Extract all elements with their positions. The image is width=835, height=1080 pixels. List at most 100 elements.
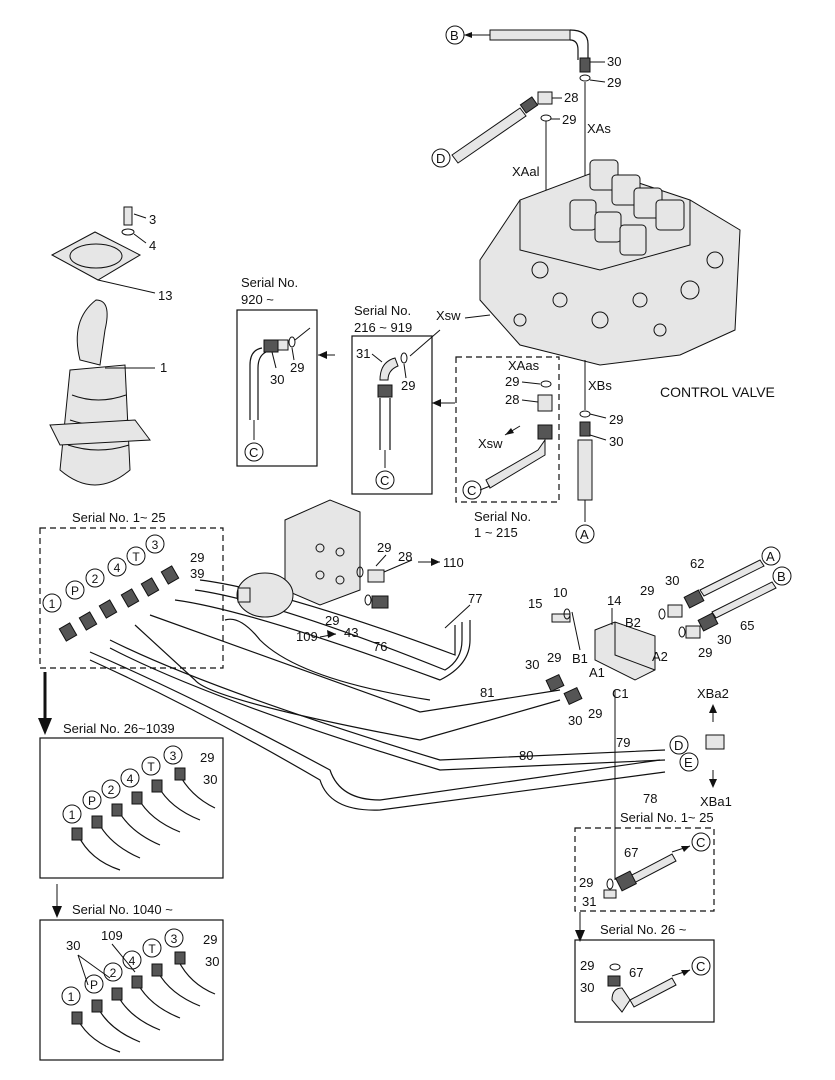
control-valve-title: CONTROL VALVE: [660, 384, 775, 400]
port-C1: C1: [612, 686, 629, 701]
port-2-c: 2: [110, 966, 117, 980]
label-39-left: 39: [190, 566, 204, 581]
label-1: 1: [160, 360, 167, 375]
label-30-top: 30: [607, 54, 621, 69]
label-29-80: 29: [588, 706, 602, 721]
label-29-81: 29: [547, 650, 561, 665]
circle-E-right: E: [684, 755, 693, 770]
rotation-block: A B 62 65 30 29 30 29 14 B2 A2 B1 A1 C1 …: [480, 546, 792, 880]
port-2-b: 2: [108, 783, 115, 797]
circle-D-right: D: [674, 738, 683, 753]
label-109: 109: [296, 629, 318, 644]
d-hose: [451, 107, 527, 164]
label-30-62: 30: [665, 573, 679, 588]
port-P-b: P: [88, 794, 96, 808]
port-B2: B2: [625, 615, 641, 630]
hose-to-A: 29 30 A: [575, 410, 623, 544]
label-14: 14: [607, 593, 621, 608]
label-29-216: 29: [401, 378, 415, 393]
port-XAs: XAs: [587, 121, 611, 136]
port-A2: A2: [652, 649, 668, 664]
label-77: 77: [468, 591, 482, 606]
serial-1040-title: Serial No. 1040 ~: [72, 902, 173, 917]
port-P-a: P: [71, 584, 79, 598]
label-67-r1: 67: [624, 845, 638, 860]
circle-C-r2: C: [696, 959, 705, 974]
serial-216-box: Serial No. 216 ~ 919 31 29 C: [351, 303, 441, 495]
port-B1: B1: [572, 651, 588, 666]
label-15: 15: [528, 596, 542, 611]
label-3: 3: [149, 212, 156, 227]
serial-1-25-left-title: Serial No. 1~ 25: [72, 510, 166, 525]
port-3-c: 3: [171, 932, 178, 946]
label-30-65: 30: [717, 632, 731, 647]
label-43: 43: [344, 625, 358, 640]
hose-to-D: D 28 29 XAal: [431, 90, 578, 190]
label-65: 65: [740, 618, 754, 633]
port-XBa1: XBa1: [700, 794, 732, 809]
label-13: 13: [158, 288, 172, 303]
label-67-r2: 67: [629, 965, 643, 980]
label-29-c: 29: [203, 932, 217, 947]
circle-C-920: C: [249, 445, 258, 460]
port-XBa2: XBa2: [697, 686, 729, 701]
label-29-920: 29: [290, 360, 304, 375]
top-fitting: [579, 57, 591, 73]
label-29-block2: 29: [325, 613, 339, 628]
circle-C-1-215: C: [467, 483, 476, 498]
label-29-b: 29: [200, 750, 214, 765]
port-T-b: T: [147, 760, 155, 774]
label-31-r1: 31: [582, 894, 596, 909]
plate-13: [50, 231, 142, 281]
port-4-b: 4: [127, 772, 134, 786]
label-29-r1: 29: [579, 875, 593, 890]
label-29-d: 29: [562, 112, 576, 127]
port-T-a: T: [132, 550, 140, 564]
port-1-c: 1: [68, 990, 75, 1004]
serial-216-line2: 216 ~ 919: [354, 320, 412, 335]
serial-1-25-left-box: Serial No. 1~ 25 1 P 2 4 T 3 29 39: [39, 510, 224, 669]
top-hose-assembly: B 30 29 XAs: [445, 25, 621, 180]
port-4-a: 4: [114, 561, 121, 575]
port-P-c: P: [90, 978, 98, 992]
label-76: 76: [373, 639, 387, 654]
label-28-block: 28: [398, 549, 412, 564]
bolt-3: [123, 206, 133, 226]
label-10: 10: [553, 585, 567, 600]
serial-26-1039-title: Serial No. 26~1039: [63, 721, 175, 736]
port-2-a: 2: [92, 572, 99, 586]
serial-26-right-title: Serial No. 26 ~: [600, 922, 687, 937]
label-29-block: 29: [377, 540, 391, 555]
port-XAas: XAas: [508, 358, 540, 373]
serial-26-right-box: Serial No. 26 ~ C 67 29 30: [574, 912, 715, 1023]
circle-A-right: A: [766, 549, 775, 564]
label-4: 4: [149, 238, 156, 253]
circle-A-top: A: [580, 527, 589, 542]
port-1-b: 1: [69, 808, 76, 822]
serial-920-box: Serial No. 920 ~ 30 29 C: [236, 275, 318, 467]
label-29-xbs: 29: [609, 412, 623, 427]
serial-1-25-right-box: Serial No. 1~ 25 C 67 29 31: [574, 810, 715, 912]
label-79: 79: [616, 735, 630, 750]
label-30-920: 30: [270, 372, 284, 387]
label-30-b: 30: [203, 772, 217, 787]
label-29-top: 29: [607, 75, 621, 90]
serial-26-1039-box: Serial No. 26~1039 1 P 2 4 T 3 29 30: [38, 672, 224, 879]
hose-bundle: [89, 579, 666, 811]
port-Xsw-top: Xsw: [436, 308, 461, 323]
control-valve: CONTROL VALVE XBs: [479, 159, 775, 410]
label-30-c: 30: [66, 938, 80, 953]
circle-C-216: C: [380, 473, 389, 488]
joystick-parts: 3 4 13 1: [49, 206, 172, 486]
label-28-xaas: 28: [505, 392, 519, 407]
serial-1-215-line2: 1 ~ 215: [474, 525, 518, 540]
label-109-c: 109: [101, 928, 123, 943]
label-110: 110: [443, 555, 464, 570]
label-30-81: 30: [525, 657, 539, 672]
label-30-xbs: 30: [609, 434, 623, 449]
label-31-216: 31: [356, 346, 370, 361]
label-78: 78: [643, 791, 657, 806]
top-hose: [489, 29, 571, 41]
label-30-80: 30: [568, 713, 582, 728]
